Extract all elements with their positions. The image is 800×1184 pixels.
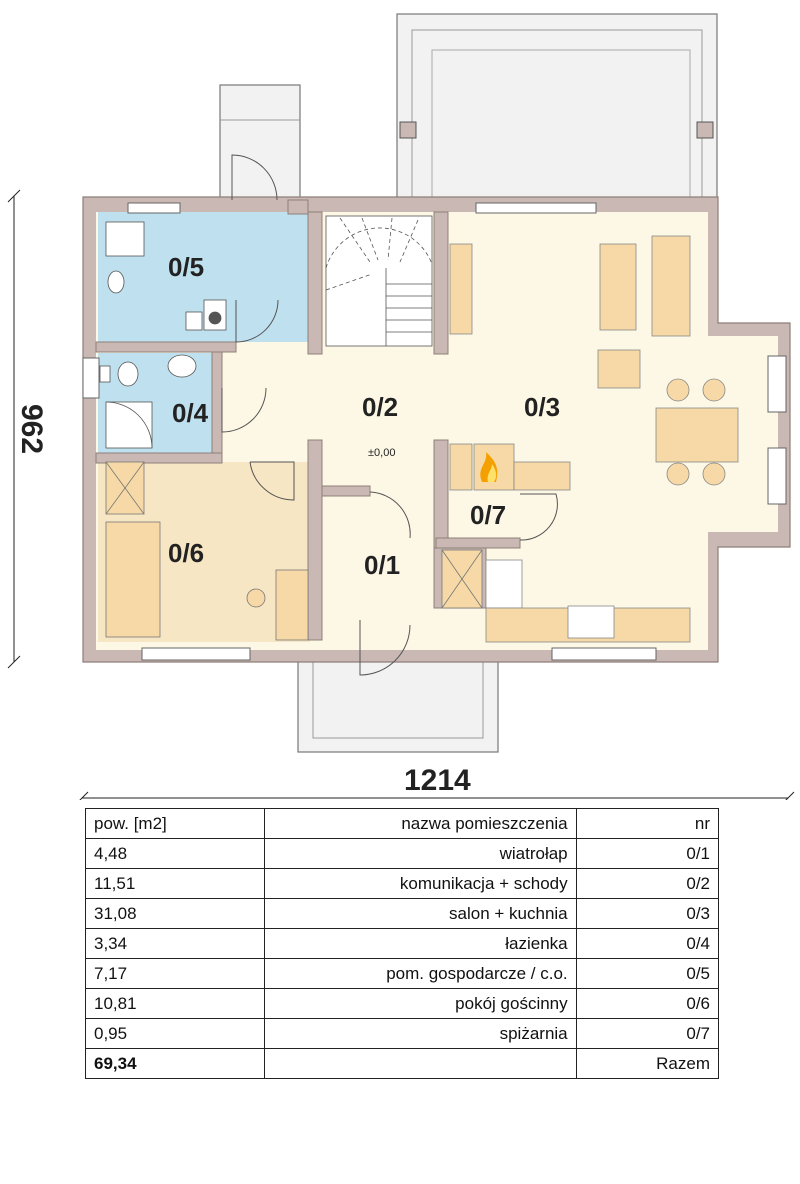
row-area: 10,81 — [85, 988, 265, 1019]
row-area: 7,17 — [85, 958, 265, 989]
room-area-table: pow. [m2] nazwa pomieszczenia nr 4,48 wi… — [85, 808, 720, 1079]
table-total-row: 69,34 Razem — [85, 1048, 720, 1079]
room-label-05: 0/5 — [168, 252, 204, 282]
row-nr: 0/6 — [575, 988, 720, 1019]
row-area: 0,95 — [85, 1018, 265, 1049]
floor-plan: 0/5 0/4 0/2 0/3 0/6 0/1 0/7 ±0,00 962 12… — [7, 13, 795, 800]
hall-closet — [441, 549, 483, 609]
row-nr: 0/1 — [575, 838, 720, 869]
table-row: 4,48 wiatrołap 0/1 — [85, 838, 720, 869]
room-label-07: 0/7 — [470, 500, 506, 530]
row-name: pom. gospodarcze / c.o. — [263, 958, 577, 989]
table-row: 7,17 pom. gospodarcze / c.o. 0/5 — [85, 958, 720, 989]
row-nr: 0/2 — [575, 868, 720, 899]
porch-top-left — [219, 84, 301, 201]
table-row: 11,51 komunikacja + schody 0/2 — [85, 868, 720, 899]
row-name: spiżarnia — [263, 1018, 577, 1049]
row-area: 11,51 — [85, 868, 265, 899]
level-mark: ±0,00 — [368, 447, 395, 459]
row-nr: 0/4 — [575, 928, 720, 959]
fireplace-flame-icon — [480, 452, 498, 482]
table-row: 3,34 łazienka 0/4 — [85, 928, 720, 959]
row-name: salon + kuchnia — [263, 898, 577, 929]
dimension-depth-value: 962 — [15, 404, 48, 454]
row-nr: 0/7 — [575, 1018, 720, 1049]
table-row: 10,81 pokój gościnny 0/6 — [85, 988, 720, 1019]
windows — [82, 202, 787, 661]
utility-fixtures — [105, 221, 227, 331]
total-empty — [263, 1048, 577, 1079]
room-07-floor — [444, 492, 544, 538]
table-row: 31,08 salon + kuchnia 0/3 — [85, 898, 720, 929]
room-label-02: 0/2 — [362, 392, 398, 422]
porch-bottom — [297, 651, 499, 753]
table-header-row: pow. [m2] nazwa pomieszczenia nr — [85, 808, 720, 839]
room-label-06: 0/6 — [168, 538, 204, 568]
bathroom-fixtures — [99, 354, 197, 449]
room-label-04: 0/4 — [172, 398, 209, 428]
row-nr: 0/3 — [575, 898, 720, 929]
row-area: 31,08 — [85, 898, 265, 929]
header-name: nazwa pomieszczenia — [263, 808, 577, 839]
row-name: łazienka — [263, 928, 577, 959]
row-nr: 0/5 — [575, 958, 720, 989]
total-area: 69,34 — [85, 1048, 265, 1079]
row-name: pokój gościnny — [263, 988, 577, 1019]
dimension-width-value: 1214 — [404, 764, 471, 797]
table-row: 0,95 spiżarnia 0/7 — [85, 1018, 720, 1049]
header-nr: nr — [575, 808, 720, 839]
living-furniture — [449, 235, 739, 643]
room-label-01: 0/1 — [364, 550, 400, 580]
room-living-floor — [448, 212, 778, 650]
total-label: Razem — [575, 1048, 720, 1079]
header-area: pow. [m2] — [85, 808, 265, 839]
doors — [221, 154, 558, 676]
room-label-03: 0/3 — [524, 392, 560, 422]
row-name: komunikacja + schody — [263, 868, 577, 899]
row-area: 3,34 — [85, 928, 265, 959]
row-area: 4,48 — [85, 838, 265, 869]
staircase — [325, 215, 433, 347]
terrace-top-right — [396, 13, 718, 200]
dimension-width — [79, 791, 795, 800]
dimension-depth — [7, 189, 21, 669]
guest-furniture — [105, 461, 309, 641]
row-name: wiatrołap — [263, 838, 577, 869]
